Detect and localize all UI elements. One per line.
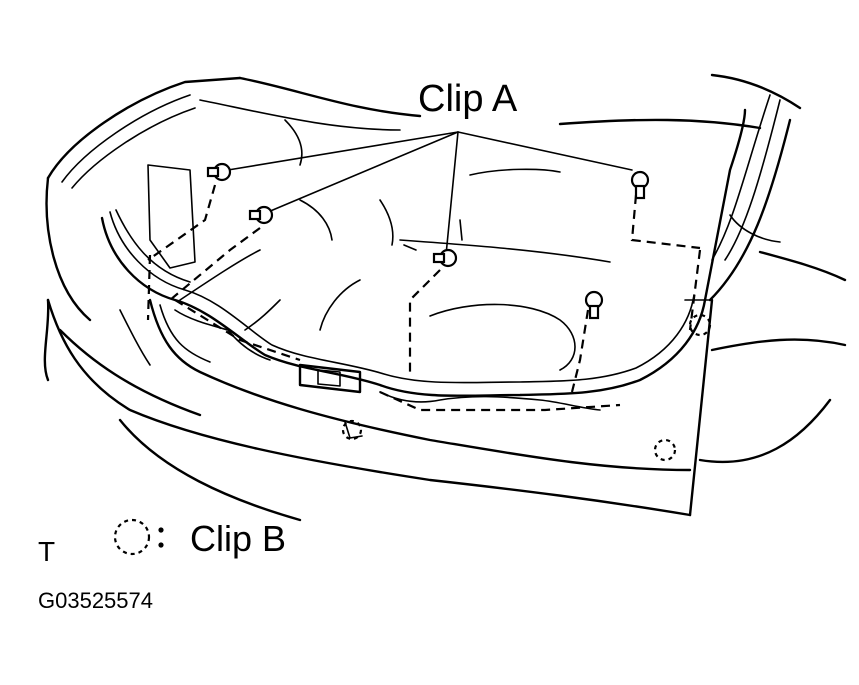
clip-a-leader-lines bbox=[227, 131, 633, 256]
corner-mark: T bbox=[38, 536, 56, 567]
clip-a-markers bbox=[206, 162, 650, 320]
clip-a-icon bbox=[432, 248, 458, 268]
clip-a-icon bbox=[206, 162, 232, 182]
clip-b-label: Clip B bbox=[190, 518, 287, 559]
clip-b-legend-symbol bbox=[113, 518, 164, 556]
trunk-body-outline bbox=[43, 73, 847, 522]
clip-b-icon bbox=[341, 419, 363, 441]
clip-a-icon bbox=[248, 205, 274, 225]
clip-a-label: Clip A bbox=[418, 78, 518, 120]
clip-b-markers bbox=[341, 313, 712, 462]
hidden-outline-dashes bbox=[146, 184, 702, 412]
figure-code: G03525574 bbox=[38, 588, 153, 613]
clip-a-icon bbox=[584, 290, 604, 320]
clip-b-icon bbox=[688, 313, 712, 337]
clip-b-icon bbox=[653, 438, 677, 462]
clip-a-icon bbox=[630, 170, 650, 200]
